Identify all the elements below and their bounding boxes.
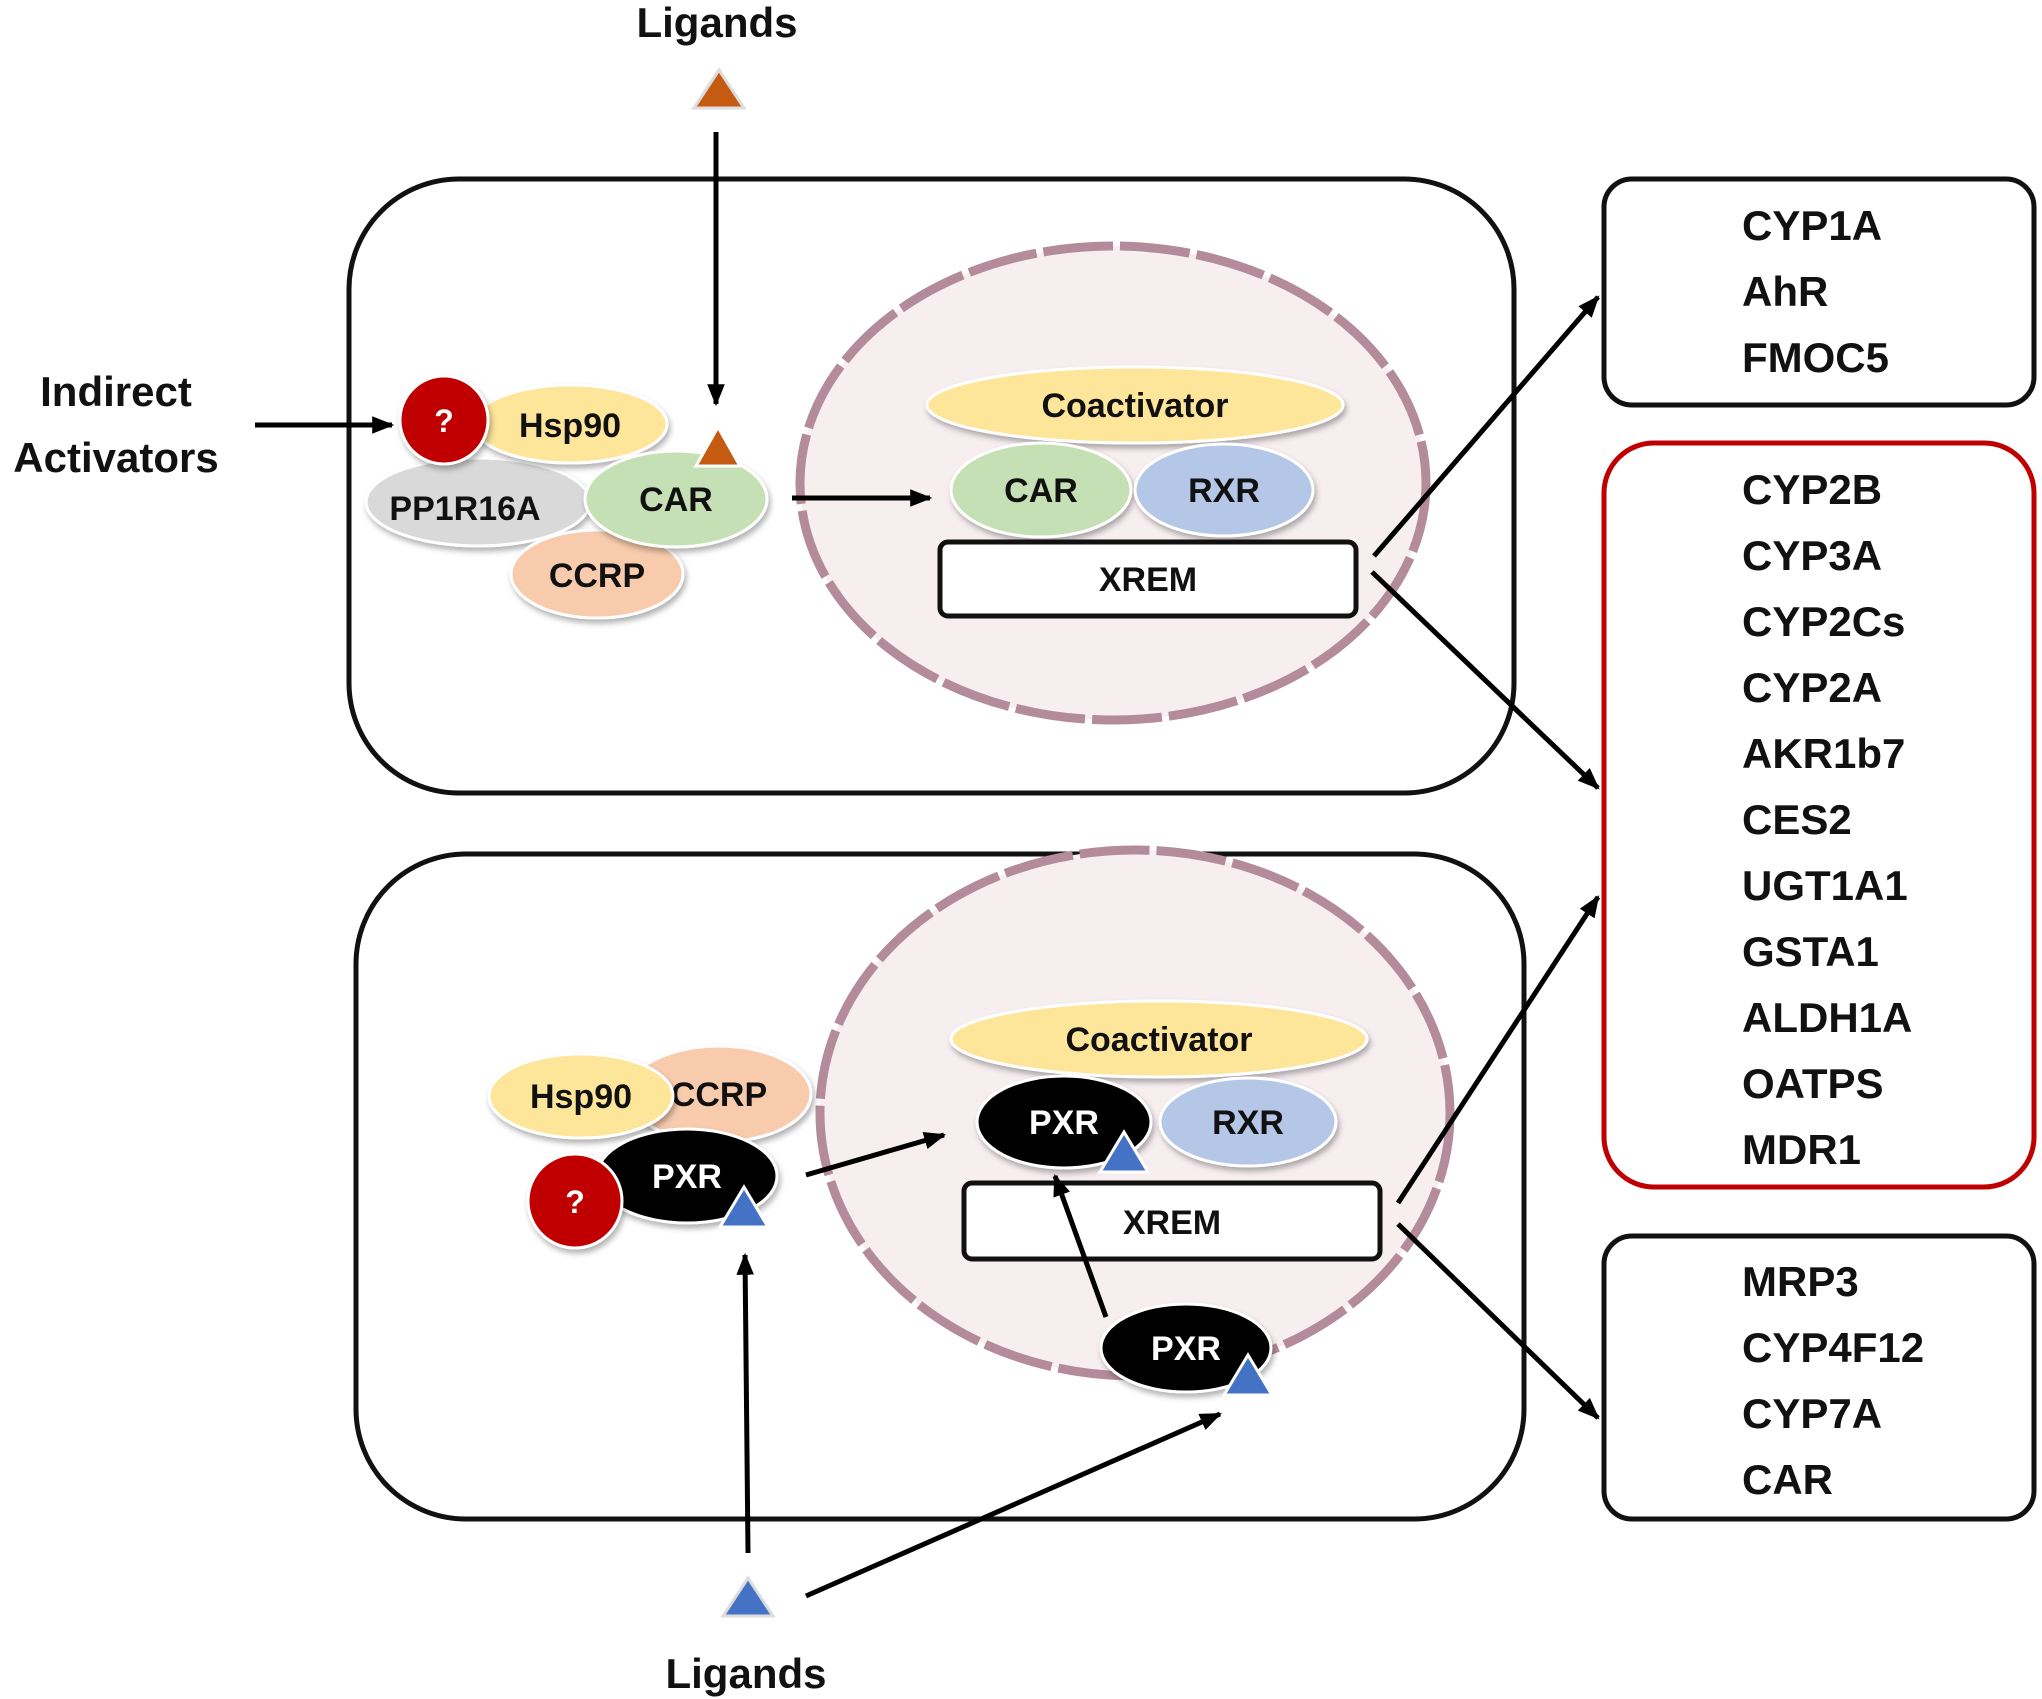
pxr-free-ligand-icon bbox=[1221, 1352, 1275, 1397]
gene-label: MDR1 bbox=[1742, 1126, 1861, 1173]
arrow-pxr-translocation bbox=[805, 1132, 947, 1178]
pxr-nuclear-ligand-icon bbox=[1097, 1129, 1151, 1174]
gene-label: CYP2B bbox=[1742, 466, 1882, 513]
pxr-cytoplasm-label: PXR bbox=[652, 1158, 722, 1196]
pp1r16a-label: PP1R16A bbox=[389, 490, 540, 528]
coactivator-label: Coactivator bbox=[1041, 387, 1228, 425]
rxr-label: RXR bbox=[1188, 472, 1260, 510]
pxr-free-label: PXR bbox=[1151, 1330, 1221, 1368]
xrem-label: XREM bbox=[1099, 561, 1197, 599]
car-nuclear-label: CAR bbox=[1004, 472, 1078, 510]
gene-label: MRP3 bbox=[1742, 1258, 1859, 1305]
gene-label: CYP2A bbox=[1742, 664, 1882, 711]
arrow-pxr-to-xrem bbox=[1052, 1173, 1109, 1318]
arrow-xrem-to-shared-box-pxr bbox=[1395, 895, 1601, 1205]
ccrp-label: CCRP bbox=[549, 557, 645, 595]
arrows bbox=[255, 132, 1601, 1599]
ligands-bottom-label: Ligands bbox=[665, 1650, 826, 1697]
arrow-xrem-to-car-pxr-box bbox=[1396, 1222, 1600, 1420]
gene-label: CYP1A bbox=[1742, 202, 1882, 249]
car-nuclear-protein bbox=[949, 441, 1133, 539]
hsp90-protein-pxr bbox=[487, 1052, 675, 1140]
arrow-xrem-to-ahr-box bbox=[1372, 295, 1600, 558]
gene-label: AhR bbox=[1742, 268, 1828, 315]
pxr-nuclear-label: PXR bbox=[1029, 1104, 1099, 1142]
indirect-activators-label-2: Activators bbox=[13, 434, 218, 481]
pxr-bound-ligand-icon bbox=[717, 1184, 771, 1229]
gene-label: OATPS bbox=[1742, 1060, 1884, 1107]
gene-label: GSTA1 bbox=[1742, 928, 1879, 975]
unknown-factor-label: ? bbox=[434, 403, 454, 439]
pxr-ligand-icon bbox=[720, 1575, 776, 1618]
gene-label: ALDH1A bbox=[1742, 994, 1912, 1041]
car-protein bbox=[583, 449, 769, 549]
arrow-ligand-to-pxr-nucleus bbox=[804, 1411, 1223, 1599]
gene-box-ahr-targets bbox=[1601, 176, 2037, 408]
coactivator-pxr-label: Coactivator bbox=[1065, 1021, 1252, 1059]
ligands-top-label: Ligands bbox=[636, 0, 797, 46]
ccrp-pxr-label: CCRP bbox=[671, 1076, 767, 1114]
coactivator-protein bbox=[925, 365, 1345, 445]
gene-label: UGT1A1 bbox=[1742, 862, 1908, 909]
hsp90-label: Hsp90 bbox=[519, 407, 621, 445]
gene-label: CYP7A bbox=[1742, 1390, 1882, 1437]
arrow-xrem-to-shared-box-car bbox=[1370, 570, 1600, 790]
indirect-activators-label-1: Indirect bbox=[40, 368, 192, 415]
arrow-ligand-to-pxr-cytoplasm bbox=[736, 1252, 754, 1554]
rxr-protein-pxr bbox=[1158, 1076, 1338, 1168]
xrem-pxr-label: XREM bbox=[1123, 1204, 1221, 1242]
car-bound-ligand-icon bbox=[693, 423, 743, 468]
car-label: CAR bbox=[639, 481, 713, 519]
rxr-protein bbox=[1133, 442, 1315, 538]
gene-label: AKR1b7 bbox=[1742, 730, 1905, 777]
rxr-pxr-label: RXR bbox=[1212, 1104, 1284, 1142]
gene-label: CYP2Cs bbox=[1742, 598, 1905, 645]
gene-label: CYP3A bbox=[1742, 532, 1882, 579]
gene-label: FMOC5 bbox=[1742, 334, 1889, 381]
unknown-factor bbox=[398, 374, 490, 466]
gene-box-car-pxr-targets bbox=[1601, 1233, 2037, 1522]
hsp90-pxr-label: Hsp90 bbox=[530, 1078, 632, 1116]
car-ligand-icon bbox=[691, 67, 747, 110]
unknown-factor-pxr bbox=[526, 1152, 624, 1250]
pxr-nuclear-protein bbox=[975, 1074, 1153, 1170]
gene-label: CYP4F12 bbox=[1742, 1324, 1924, 1371]
gene-label: CAR bbox=[1742, 1456, 1833, 1503]
xrem-element bbox=[937, 539, 1359, 619]
coactivator-protein-pxr bbox=[949, 999, 1369, 1079]
gene-box-shared-targets bbox=[1601, 440, 2037, 1190]
unknown-factor-pxr-label: ? bbox=[565, 1184, 585, 1220]
pxr-protein-nucleus-free bbox=[1099, 1302, 1273, 1394]
ccrp-protein bbox=[509, 528, 685, 620]
xrem-element-pxr bbox=[961, 1180, 1383, 1262]
gene-label: CES2 bbox=[1742, 796, 1852, 843]
